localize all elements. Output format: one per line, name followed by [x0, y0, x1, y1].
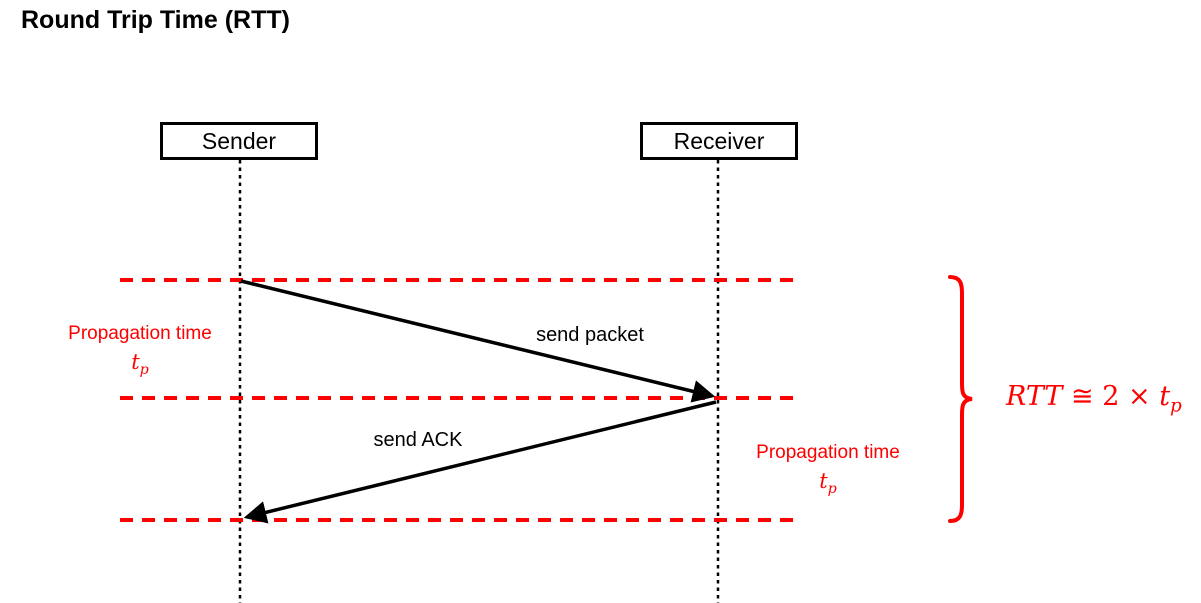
p-subscript: p: [1170, 395, 1182, 417]
congruent-symbol: ≅: [1070, 381, 1094, 412]
rtt-brace: [948, 275, 973, 523]
t-symbol: t: [1159, 381, 1171, 412]
t-symbol: t: [819, 468, 828, 493]
actor-box-sender: Sender: [160, 122, 318, 160]
formula-lhs: RTT: [1006, 381, 1063, 412]
send-packet-label: send packet: [536, 324, 644, 346]
times-symbol: ×: [1127, 381, 1151, 412]
propagation-left-symbol: tp: [38, 349, 242, 378]
rtt-formula: RTT ≅ 2 × tp: [1006, 381, 1182, 415]
p-subscript: p: [827, 480, 837, 497]
t-symbol: t: [131, 349, 140, 374]
send-ack-arrow: [243, 400, 717, 524]
p-subscript: p: [139, 361, 149, 378]
propagation-left-text: Propagation time: [68, 323, 212, 344]
propagation-right-text: Propagation time: [756, 442, 900, 463]
propagation-right-symbol: tp: [726, 468, 930, 497]
send-packet-arrow: [240, 279, 716, 403]
sender-label: Sender: [201, 127, 277, 154]
send-ack-label: send ACK: [373, 429, 463, 451]
page-title: Round Trip Time (RTT): [21, 6, 290, 34]
propagation-annotation-left: Propagation time tp: [38, 322, 242, 378]
formula-factor: 2: [1102, 381, 1120, 412]
propagation-annotation-right: Propagation time tp: [726, 441, 930, 497]
receiver-label: Receiver: [673, 127, 765, 154]
actor-box-receiver: Receiver: [640, 122, 798, 160]
